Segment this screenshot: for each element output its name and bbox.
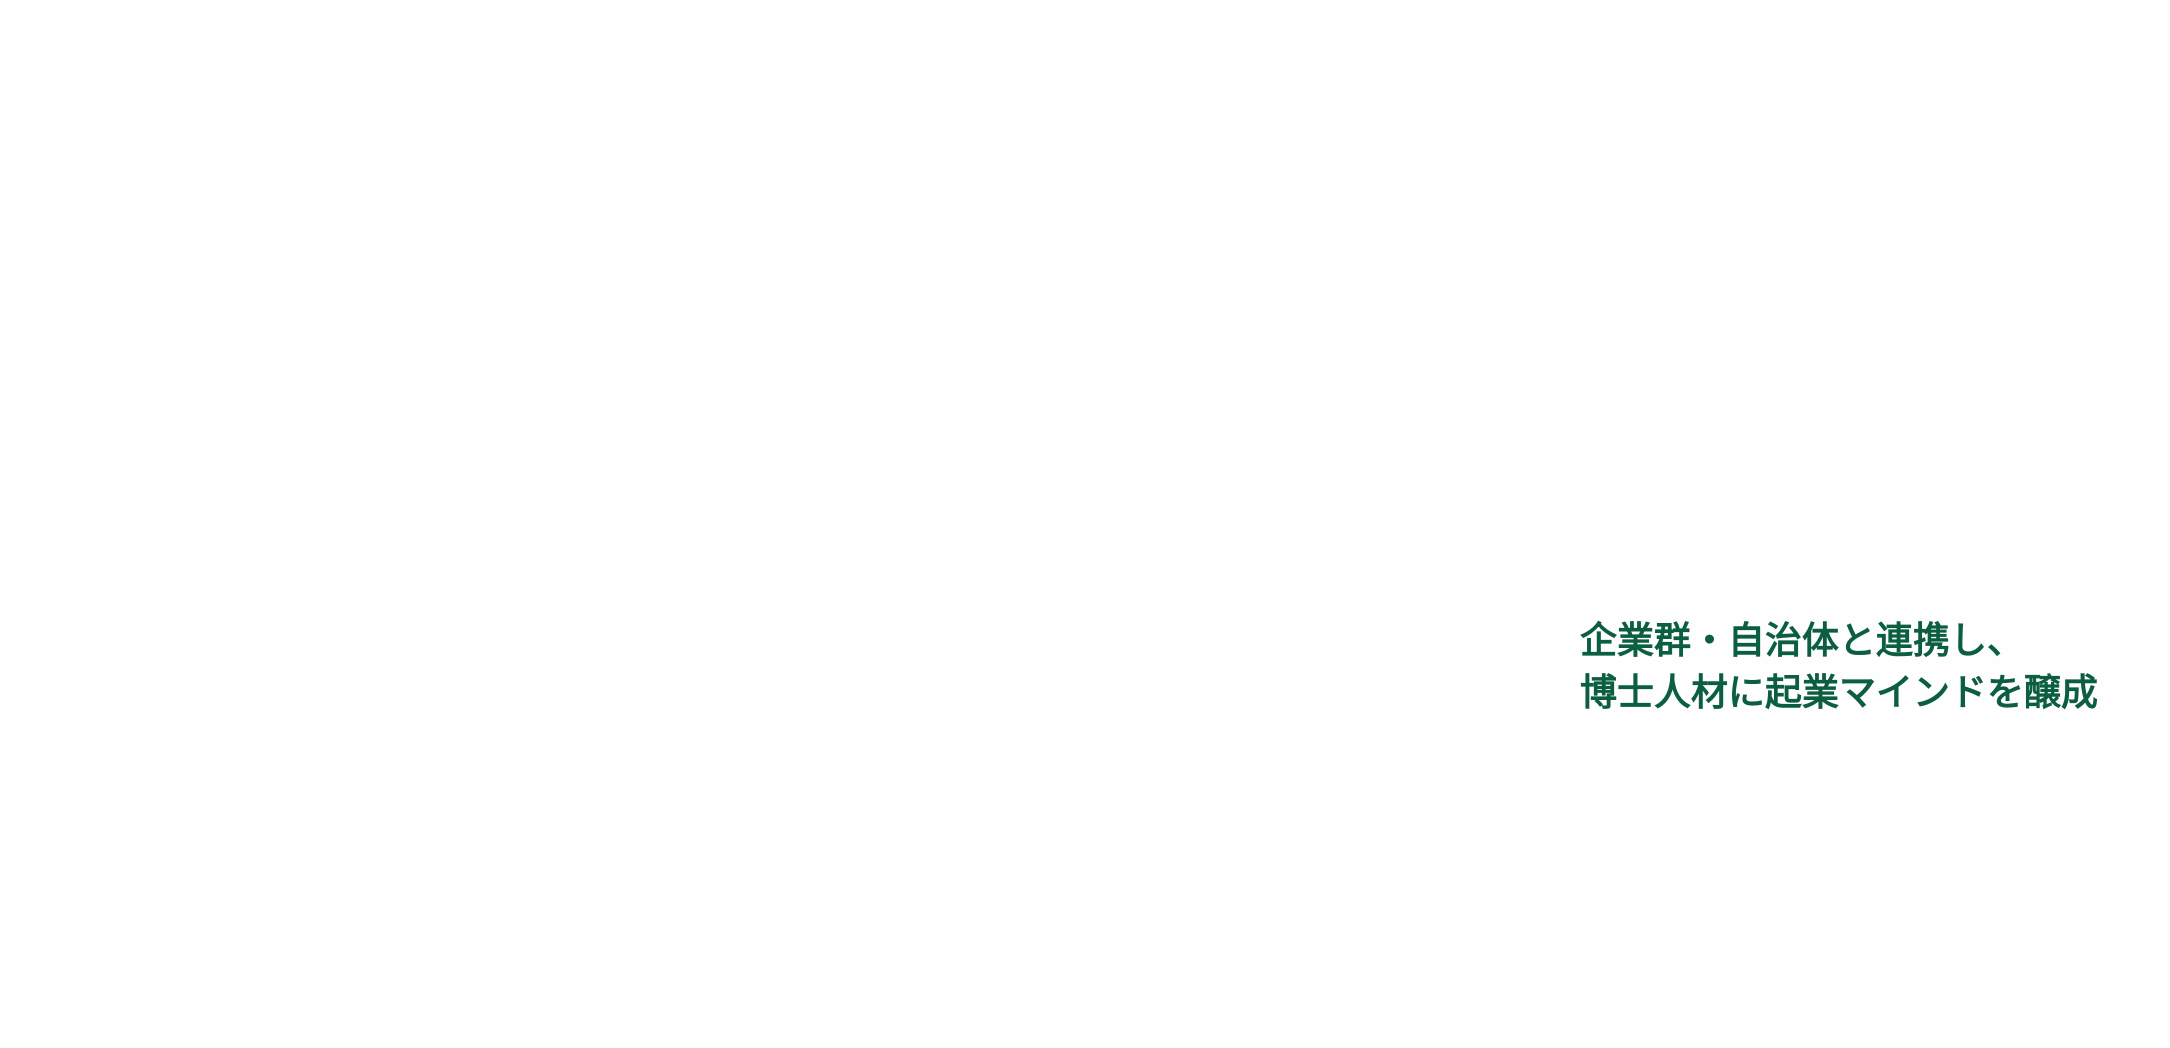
hero-tagline: 企業群・自治体と連携し、 博士人材に起業マインドを醸成: [1580, 614, 2098, 718]
tagline-line-1: 企業群・自治体と連携し、: [1580, 618, 2024, 662]
tagline-line-2: 博士人材に起業マインドを醸成: [1580, 670, 2098, 714]
